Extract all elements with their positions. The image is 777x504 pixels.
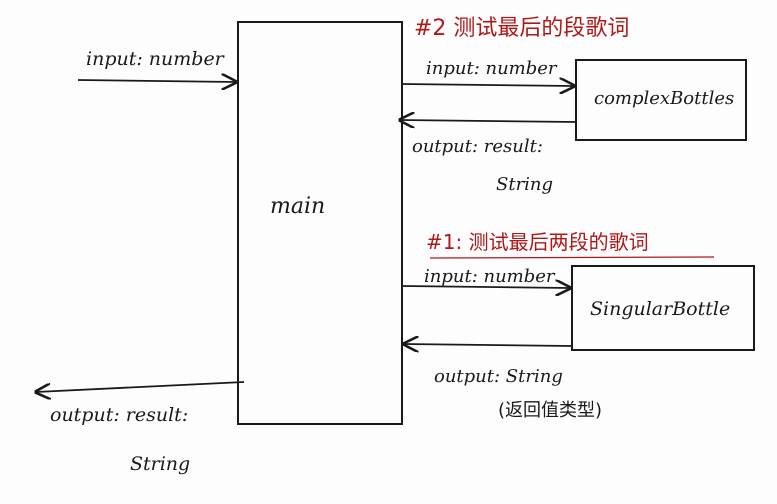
- complex-bottles-output-arrow: [400, 120, 577, 122]
- main-input-label: input: number: [86, 48, 224, 70]
- complex-bottles-output-label: output: result:: [412, 136, 543, 157]
- singular-bottle-output-arrow: [404, 344, 573, 346]
- complex-bottles-box-label: complexBottles: [594, 88, 735, 109]
- complex-bottles-annotation: #2 测试最后的段歌词: [414, 16, 630, 41]
- main-input-arrow: [77, 80, 236, 82]
- main-output-arrow: [36, 381, 245, 392]
- complex-bottles-input-arrow: [401, 84, 574, 86]
- complex-bottles-output-type: String: [496, 174, 554, 195]
- singular-bottle-output-label: output: String: [434, 366, 563, 387]
- main-box-label: main: [270, 194, 326, 219]
- main-output-type: String: [130, 453, 191, 475]
- main-output-label: output: result:: [50, 404, 189, 426]
- singular-bottle-annotation: #1: 测试最后两段的歌词: [426, 230, 649, 254]
- complex-bottles-input-label: input: number: [426, 58, 557, 79]
- singular-note-underline: [429, 256, 715, 259]
- singular-bottle-input-arrow: [401, 286, 570, 288]
- singular-bottle-return-note: (返回值类型): [498, 400, 603, 421]
- main-box: [237, 21, 403, 425]
- singular-bottle-box-label: SingularBottle: [590, 298, 731, 320]
- singular-bottle-input-label: input: number: [424, 266, 555, 287]
- singular-bottle-box: [571, 265, 755, 351]
- complex-bottles-box: [575, 59, 747, 141]
